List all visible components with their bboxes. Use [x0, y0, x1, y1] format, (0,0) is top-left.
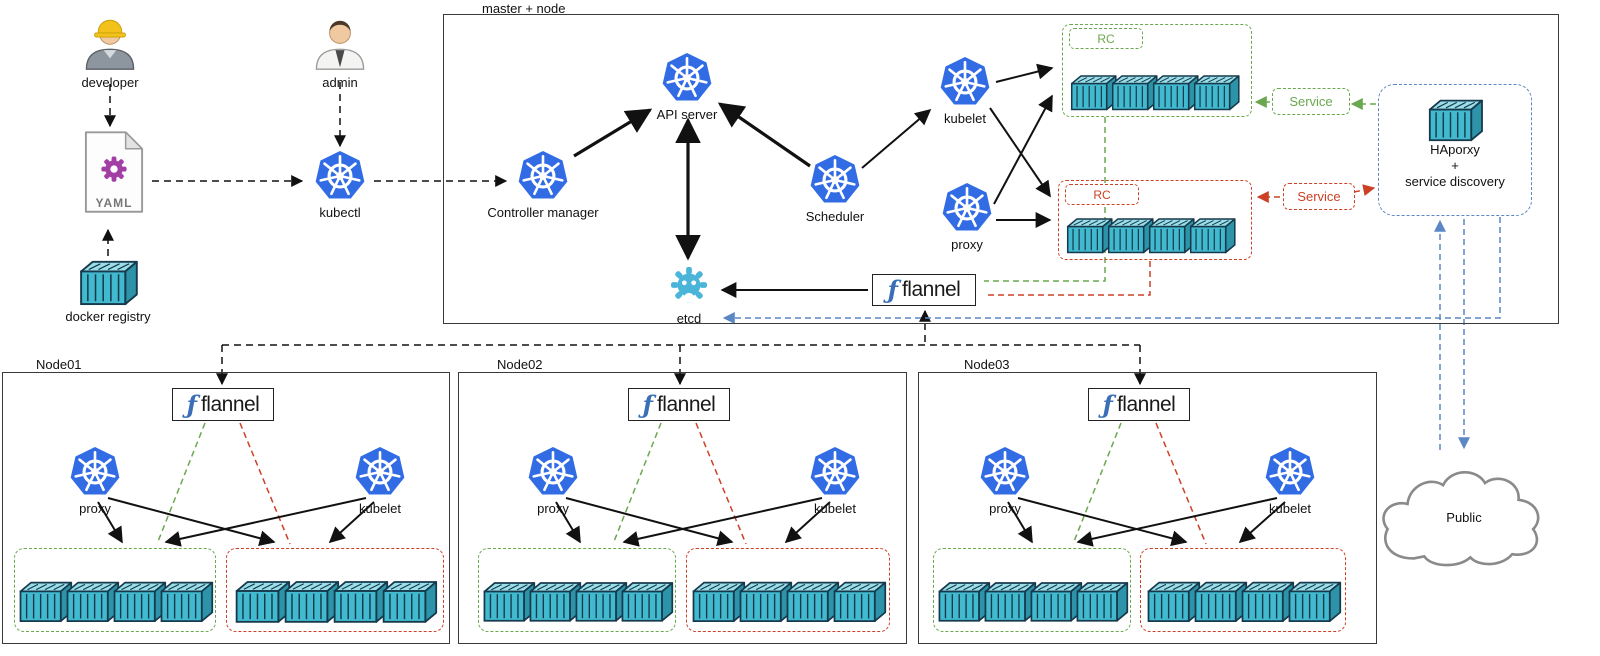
node01-pods-red — [226, 548, 444, 632]
kubernetes-icon — [809, 446, 861, 498]
node03-kubelet-label: kubelet — [1269, 501, 1311, 516]
container-icon — [1074, 578, 1129, 624]
haproxy-label-line3: service discovery — [1405, 174, 1505, 189]
rc-red-containers — [1064, 216, 1237, 254]
developer-icon — [81, 12, 139, 72]
node01-proxy: proxy — [45, 446, 145, 516]
node02-box — [458, 372, 907, 644]
container-icon — [1191, 73, 1241, 111]
developer-actor: developer — [50, 12, 170, 90]
rc-green-label: RC — [1069, 28, 1143, 49]
node03-kubelet: kubelet — [1240, 446, 1340, 516]
node02-kubelet: kubelet — [785, 446, 885, 516]
rc-green-containers — [1068, 73, 1241, 111]
rc-red-label: RC — [1065, 184, 1139, 205]
scheduler-label: Scheduler — [805, 209, 865, 224]
node02-kubelet-label: kubelet — [814, 501, 856, 516]
kubernetes-icon — [517, 150, 569, 202]
api-server-label: API server — [656, 107, 718, 122]
node03-pods-red — [1140, 548, 1346, 632]
admin-label: admin — [322, 75, 358, 90]
node02-pods-green — [478, 548, 676, 632]
service-red: Service — [1283, 183, 1355, 210]
kubernetes-icon — [354, 446, 406, 498]
admin-actor: admin — [280, 12, 400, 90]
kubernetes-icon — [661, 52, 713, 104]
node03-flannel-label: flannel — [1116, 392, 1176, 416]
service-green: Service — [1272, 88, 1350, 115]
master-node-box — [443, 14, 1559, 324]
master-kubelet: kubelet — [915, 56, 1015, 126]
etcd-gear-icon — [666, 262, 712, 308]
container-icon — [831, 578, 887, 624]
flannel-f-icon: ƒ — [887, 275, 898, 304]
flannel-f-icon: ƒ — [1102, 389, 1113, 419]
container-icon — [380, 578, 438, 624]
master-flannel: ƒ flannel — [872, 274, 976, 306]
kubectl-label: kubectl — [319, 205, 361, 220]
yaml-label: YAML — [95, 196, 133, 210]
master-proxy: proxy — [917, 182, 1017, 252]
kubernetes-icon — [979, 446, 1031, 498]
scheduler: Scheduler — [785, 154, 885, 224]
flannel-f-icon: ƒ — [186, 389, 197, 419]
master-node-title: master + node — [482, 1, 566, 16]
kubernetes-icon — [939, 56, 991, 108]
master-flannel-label: flannel — [901, 278, 961, 301]
node02-flannel-label: flannel — [656, 392, 716, 416]
node01-pods-green — [14, 548, 216, 632]
node02-proxy: proxy — [503, 446, 603, 516]
flannel-f-icon: ƒ — [642, 389, 653, 419]
etcd-label: etcd — [676, 311, 702, 326]
kubernetes-icon — [1264, 446, 1316, 498]
container-icon — [1286, 578, 1342, 624]
container-icon — [1187, 216, 1237, 254]
api-server: API server — [637, 52, 737, 122]
controller-manager-label: Controller manager — [487, 205, 599, 220]
node03-proxy-label: proxy — [989, 501, 1021, 516]
node03-box — [918, 372, 1377, 644]
node01-kubelet: kubelet — [330, 446, 430, 516]
kubernetes-icon — [941, 182, 993, 234]
node01-flannel: ƒ flannel — [172, 388, 274, 421]
node03-pods-green — [933, 548, 1131, 632]
etcd: etcd — [659, 262, 719, 326]
node03-proxy: proxy — [955, 446, 1055, 516]
kubernetes-icon — [69, 446, 121, 498]
docker-registry: docker registry — [40, 258, 176, 324]
rc-group-red: RC — [1058, 180, 1252, 260]
public-label: Public — [1446, 510, 1482, 525]
node01-kubelet-label: kubelet — [359, 501, 401, 516]
haproxy-box: HAporxy + service discovery — [1378, 84, 1532, 216]
node01-title: Node01 — [36, 357, 82, 372]
haproxy-label-line1: HAporxy — [1430, 142, 1480, 157]
node02-pods-red — [686, 548, 890, 632]
master-proxy-label: proxy — [951, 237, 983, 252]
node01-flannel-label: flannel — [200, 392, 260, 416]
admin-icon — [311, 12, 369, 72]
rc-group-green: RC — [1062, 24, 1252, 117]
docker-registry-label: docker registry — [65, 309, 151, 324]
kubernetes-icon — [527, 446, 579, 498]
container-icon — [158, 578, 214, 624]
node03-flannel: ƒ flannel — [1088, 388, 1190, 421]
node01-box — [2, 372, 450, 644]
developer-label: developer — [81, 75, 139, 90]
kubernetes-icon — [809, 154, 861, 206]
controller-manager: Controller manager — [463, 150, 623, 220]
kubernetes-icon — [314, 150, 366, 202]
node03-title: Node03 — [964, 357, 1010, 372]
docker-registry-icon — [77, 258, 139, 306]
node02-proxy-label: proxy — [537, 501, 569, 516]
container-icon — [619, 578, 674, 624]
node02-flannel: ƒ flannel — [628, 388, 730, 421]
container-icon — [1426, 97, 1484, 142]
kubectl: kubectl — [290, 150, 390, 220]
master-kubelet-label: kubelet — [944, 111, 986, 126]
node02-title: Node02 — [497, 357, 543, 372]
haproxy-label-line2: + — [1451, 158, 1459, 173]
node01-proxy-label: proxy — [79, 501, 111, 516]
